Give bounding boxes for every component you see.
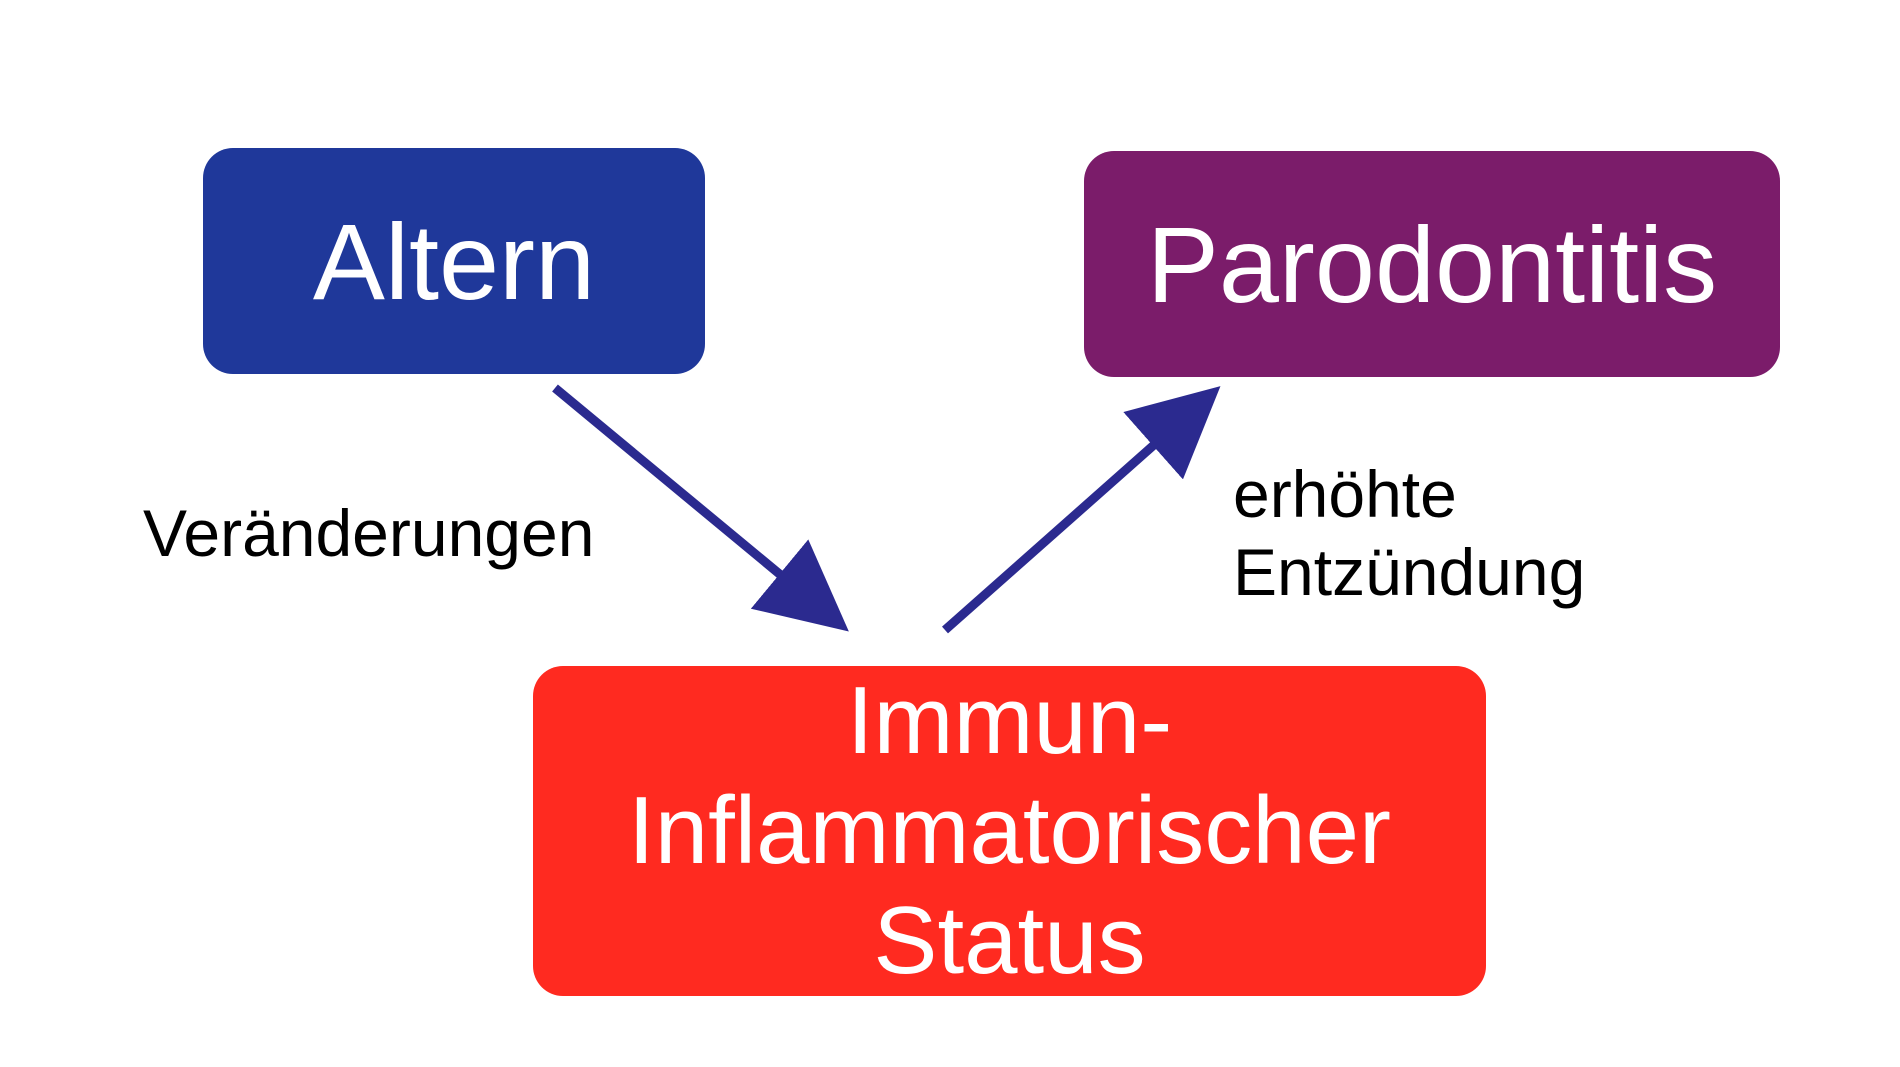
node-status-line-1: Immun- bbox=[846, 667, 1173, 774]
node-parodontitis: Parodontitis bbox=[1084, 151, 1780, 377]
edge-label-erhoehte-entzuendung: erhöhte Entzündung bbox=[1233, 455, 1585, 611]
edge-label-veraenderungen: Veränderungen bbox=[143, 496, 595, 570]
node-immun-inflammatorischer-status: Immun- Inflammatorischer Status bbox=[533, 666, 1486, 996]
edge-label-line-2: Entzündung bbox=[1233, 535, 1586, 609]
node-parodontitis-label: Parodontitis bbox=[1146, 203, 1718, 325]
arrow-status-to-parodontitis bbox=[942, 386, 1221, 634]
node-status-line-2: Inflammatorischer bbox=[628, 777, 1391, 884]
edge-label-line-1: erhöhte bbox=[1233, 457, 1457, 531]
node-status-line-3: Status bbox=[873, 887, 1146, 994]
node-altern: Altern bbox=[203, 148, 705, 374]
node-altern-label: Altern bbox=[312, 200, 596, 322]
arrow-altern-to-status bbox=[552, 384, 849, 632]
